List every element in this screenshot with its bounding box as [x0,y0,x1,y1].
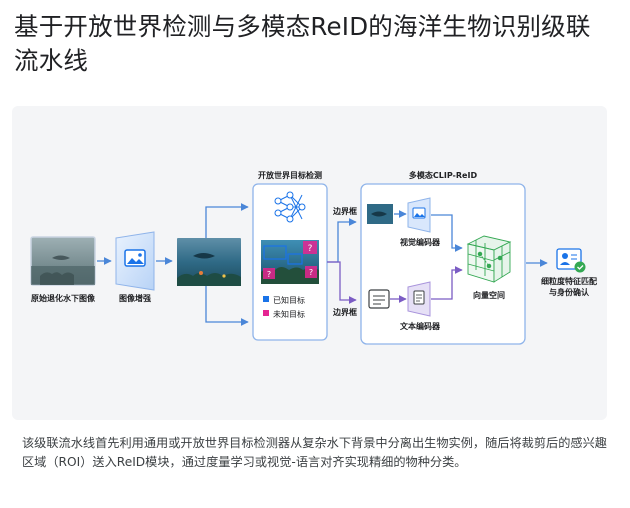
known-box [263,245,287,260]
unknown-mark: ? [309,268,313,277]
legend-known-label: 已知目标 [273,296,305,305]
neural-network-icon [274,191,306,223]
vector-space-icon [466,235,512,283]
input-image [30,236,96,286]
output-label-line1: 细粒度特征匹配 [541,277,597,286]
visual-encoder-label: 视觉编码器 [400,238,440,247]
enhanced-image [177,238,241,286]
unknown-box [305,266,317,278]
text-encoder-label: 文本编码器 [400,322,440,331]
roi-crop-image [367,204,393,224]
legend-unknown-label: 未知目标 [273,310,305,319]
bbox-label-top: 边界框 [333,207,357,216]
page-title: 基于开放世界检测与多模态ReID的海洋生物识别级联流水线 [14,12,591,75]
known-box [287,253,303,265]
unknown-mark: ? [308,244,313,254]
bbox-label-bottom: 边界框 [333,308,357,317]
input-image-label: 原始退化水下图像 [31,294,95,303]
detection-image: ? ? ? [261,240,319,284]
vector-space-label: 向量空间 [473,291,505,300]
check-icon [574,261,586,273]
text-document-icon [368,289,390,309]
legend-unknown-swatch [263,310,269,316]
text-encoder-icon [407,281,431,317]
reid-module [360,183,526,345]
reid-title: 多模态CLIP-ReID [408,171,478,180]
identity-confirm-icon [556,248,586,273]
unknown-box [263,268,275,279]
image-enhancement-icon [115,231,155,291]
legend-known-swatch [263,296,269,302]
unknown-mark: ? [267,270,271,279]
visual-encoder-icon [407,197,431,233]
caption: 该级联流水线首先利用通用或开放世界目标检测器从复杂水下背景中分离出生物实例，随后… [22,436,607,469]
output-label-line2: 与身份确认 [549,288,589,297]
unknown-box [303,241,317,254]
detection-title: 开放世界目标检测 [258,171,322,180]
enhance-label: 图像增强 [119,294,151,303]
